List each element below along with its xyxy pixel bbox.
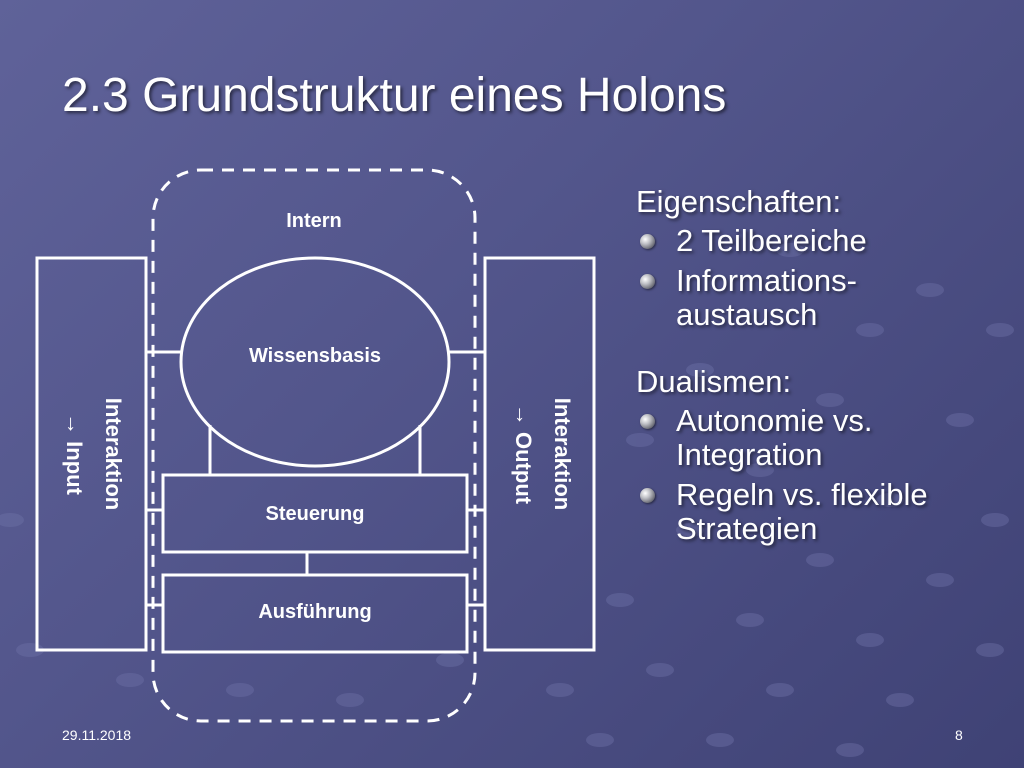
ausfuehrung-label: Ausführung xyxy=(258,601,371,623)
holon-diagram: Intern Wissensbasis Steuerung Ausführung… xyxy=(0,0,620,740)
output-interaction-label: Interaktion xyxy=(550,398,575,510)
list-item: Regeln vs. flexible Strategien xyxy=(636,478,1006,546)
input-direction-label: → Input xyxy=(62,413,87,496)
bullet-icon xyxy=(640,234,655,249)
steuerung-label: Steuerung xyxy=(266,503,365,525)
list-item-text: Regeln vs. flexible Strategien xyxy=(676,477,928,546)
list-item-text: Informations- austausch xyxy=(676,263,857,332)
input-interaction-label: Interaktion xyxy=(101,398,126,510)
left-connectors xyxy=(146,350,181,607)
dualismen-heading: Dualismen: xyxy=(636,364,792,399)
intern-label: Intern xyxy=(286,210,342,232)
eigenschaften-list: 2 Teilbereiche Informations- austausch xyxy=(636,224,1006,332)
list-item: Informations- austausch xyxy=(636,264,1006,332)
steuerung-box xyxy=(161,473,469,554)
holon-boundary xyxy=(151,168,477,723)
output-direction-label: → Output xyxy=(511,404,536,505)
ausfuehrung-box xyxy=(161,573,469,654)
dualismen-list: Autonomie vs. Integration Regeln vs. fle… xyxy=(636,404,1006,546)
bullet-icon xyxy=(640,488,655,503)
bullet-icon xyxy=(640,414,655,429)
eigenschaften-heading: Eigenschaften: xyxy=(636,184,842,219)
footer-date: 29.11.2018 xyxy=(62,727,132,743)
bullet-icon xyxy=(640,274,655,289)
list-item: Autonomie vs. Integration xyxy=(636,404,1006,472)
list-item-text: 2 Teilbereiche xyxy=(676,223,867,258)
knowledge-control-links xyxy=(208,425,422,575)
page-number: 8 xyxy=(955,727,963,743)
wissensbasis-label: Wissensbasis xyxy=(249,345,381,367)
slide-title: 2.3 Grundstruktur eines Holons xyxy=(62,69,727,122)
list-item: 2 Teilbereiche xyxy=(636,224,1006,258)
list-item-text: Autonomie vs. Integration xyxy=(676,403,873,472)
properties-panel: Eigenschaften: 2 Teilbereiche Informatio… xyxy=(636,184,1006,552)
right-connectors xyxy=(449,350,485,607)
output-interaction-panel xyxy=(483,256,596,652)
input-interaction-panel xyxy=(35,256,148,652)
wissensbasis-ellipse xyxy=(179,256,451,468)
